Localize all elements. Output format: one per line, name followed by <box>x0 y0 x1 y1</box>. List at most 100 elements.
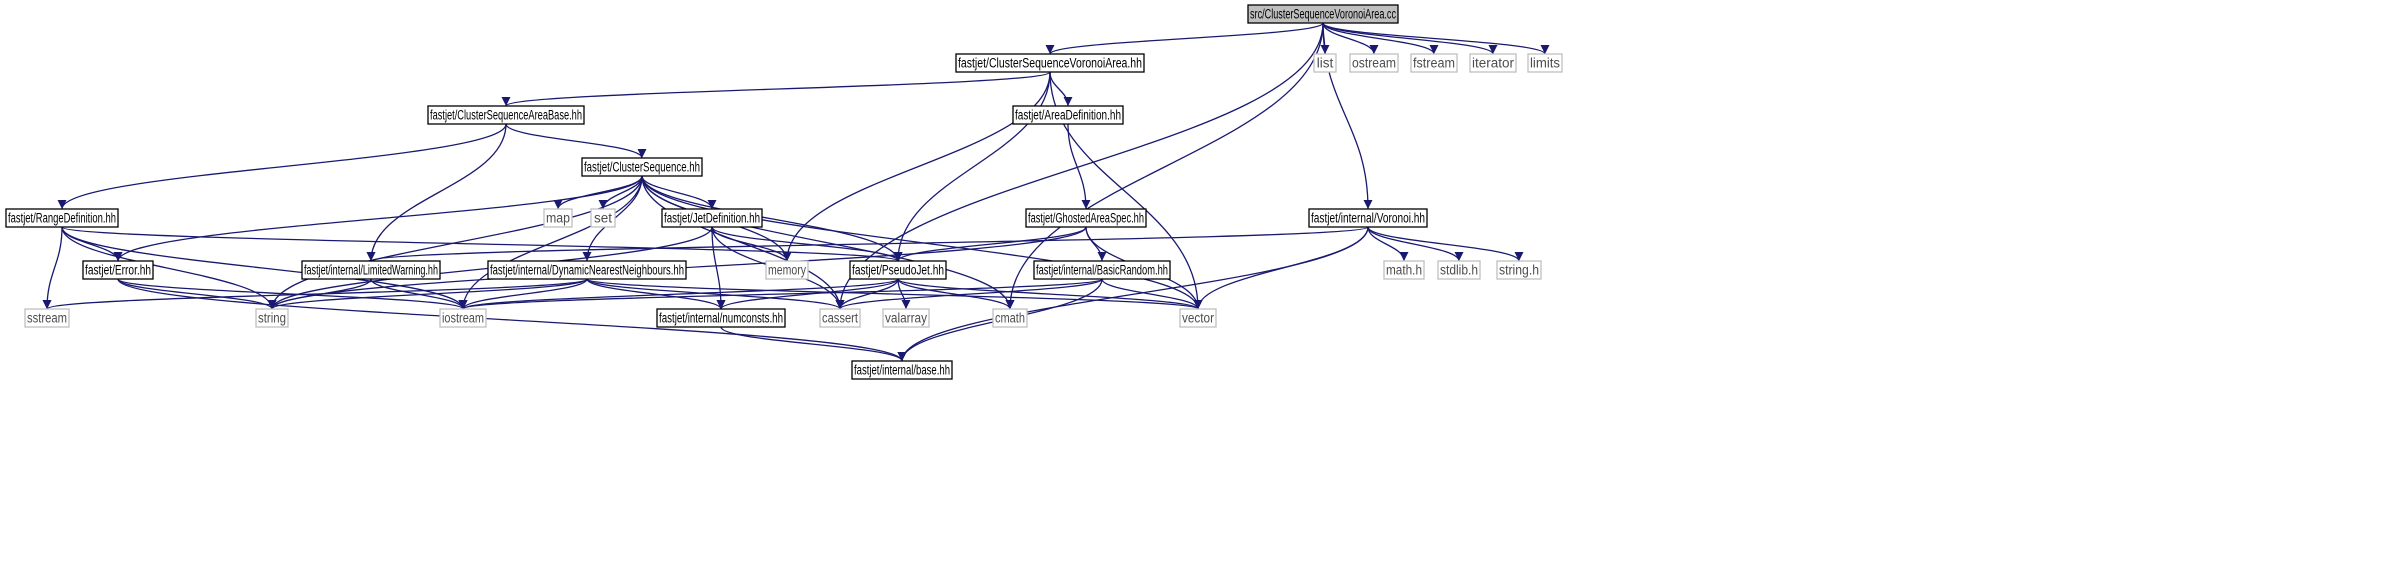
edge-csab-to-rangedef <box>57 123 507 210</box>
node-jetdef[interactable]: fastjet/JetDefinition.hh <box>661 208 763 228</box>
node-iterator-label: iterator <box>1472 56 1514 71</box>
edge-csva-to-pseudojet <box>893 71 1051 262</box>
node-csab[interactable]: fastjet/ClusterSequenceAreaBase.hh <box>427 105 585 125</box>
node-ostream-label: ostream <box>1352 56 1396 71</box>
node-iostream: iostream <box>439 308 487 328</box>
edge-cs-to-cmath <box>641 175 1015 310</box>
node-cs-label: fastjet/ClusterSequence.hh <box>584 160 700 175</box>
node-memory-label: memory <box>768 263 806 278</box>
edge-jetdef-to-numconsts <box>711 226 726 310</box>
node-cmath: cmath <box>992 308 1028 328</box>
node-list: list <box>1313 53 1337 73</box>
node-areadef-box <box>1012 105 1124 125</box>
node-stringh-box <box>1496 260 1542 280</box>
node-pseudojet-label: fastjet/PseudoJet.hh <box>852 263 944 278</box>
edge-areadef-to-ghosted <box>1067 123 1091 210</box>
node-map-box <box>543 208 573 228</box>
node-areadef[interactable]: fastjet/AreaDefinition.hh <box>1012 105 1124 125</box>
node-ghosted-box <box>1025 208 1147 228</box>
node-base[interactable]: fastjet/internal/base.hh <box>851 360 953 380</box>
node-limits-label: limits <box>1530 56 1560 71</box>
node-valarray-label: valarray <box>885 311 927 326</box>
node-jetdef-box <box>661 208 763 228</box>
node-limwarn[interactable]: fastjet/internal/LimitedWarning.hh <box>301 260 441 280</box>
node-numconsts-label: fastjet/internal/numconsts.hh <box>659 311 783 326</box>
edge-voronoi-to-stdlibh <box>1367 226 1464 262</box>
edge-cs-to-jetdef <box>641 175 717 210</box>
edge-root-to-csva <box>1045 22 1324 55</box>
edge-rangedef-to-pseudojet <box>61 226 903 262</box>
node-mathh-box <box>1383 260 1425 280</box>
node-cs[interactable]: fastjet/ClusterSequence.hh <box>581 157 703 177</box>
node-rangedef-label: fastjet/RangeDefinition.hh <box>8 211 116 226</box>
edge-cs-to-error <box>113 175 643 262</box>
edge-pseudojet-to-vector <box>897 278 1203 310</box>
edge-error-to-string <box>117 278 277 310</box>
node-jetdef-label: fastjet/JetDefinition.hh <box>664 211 760 226</box>
edge-cs-to-string <box>267 175 643 310</box>
node-rangedef[interactable]: fastjet/RangeDefinition.hh <box>5 208 119 228</box>
node-ostream: ostream <box>1349 53 1399 73</box>
edge-cs-to-pseudojet <box>641 175 903 262</box>
edge-jetdef-to-memory <box>711 226 792 262</box>
node-string-label: string <box>258 311 286 326</box>
node-dnn[interactable]: fastjet/internal/DynamicNearestNeighbour… <box>487 260 687 280</box>
node-areadef-label: fastjet/AreaDefinition.hh <box>1015 108 1121 123</box>
edge-root-to-ostream <box>1322 22 1379 55</box>
node-cassert-box <box>819 308 861 328</box>
edge-error-to-base <box>117 278 907 362</box>
edge-csva-to-csab <box>501 71 1051 107</box>
node-voronoi[interactable]: fastjet/internal/Voronoi.hh <box>1308 208 1428 228</box>
node-limwarn-box <box>301 260 441 280</box>
node-vector-box <box>1179 308 1217 328</box>
edge-root-to-fstream <box>1322 22 1439 55</box>
node-stdlibh-label: stdlib.h <box>1440 263 1478 278</box>
edge-pseudojet-to-valarray <box>897 278 911 310</box>
node-stdlibh: stdlib.h <box>1437 260 1481 280</box>
node-dnn-label: fastjet/internal/DynamicNearestNeighbour… <box>490 263 684 278</box>
node-vector: vector <box>1179 308 1217 328</box>
node-set-box <box>590 208 616 228</box>
edge-voronoi-to-stringh <box>1367 226 1524 262</box>
edge-pseudojet-to-cmath <box>897 278 1015 310</box>
node-basicrandom[interactable]: fastjet/internal/BasicRandom.hh <box>1033 260 1171 280</box>
edge-ghosted-to-pseudojet <box>893 226 1087 262</box>
node-fstream-label: fstream <box>1413 56 1455 71</box>
edge-dnn-to-vector <box>586 278 1203 310</box>
node-csva-label: fastjet/ClusterSequenceVoronoiArea.hh <box>958 56 1142 71</box>
node-basicrandom-box <box>1033 260 1171 280</box>
node-ghosted[interactable]: fastjet/GhostedAreaSpec.hh <box>1025 208 1147 228</box>
node-list-box <box>1313 53 1337 73</box>
node-csab-box <box>427 105 585 125</box>
edge-rangedef-to-iostream <box>61 226 468 310</box>
node-limits-box <box>1527 53 1563 73</box>
node-ostream-box <box>1349 53 1399 73</box>
node-set-label: set <box>594 211 612 226</box>
node-stringh-label: string.h <box>1499 263 1539 278</box>
edge-root-to-voronoi <box>1322 22 1373 210</box>
edge-layer <box>42 22 1550 362</box>
node-map-label: map <box>546 211 570 226</box>
edge-csab-to-cs <box>505 123 647 159</box>
node-cassert-label: cassert <box>822 311 858 326</box>
node-map: map <box>543 208 573 228</box>
node-error[interactable]: fastjet/Error.hh <box>82 260 154 280</box>
edge-pseudojet-to-numconsts <box>716 278 899 310</box>
node-pseudojet[interactable]: fastjet/PseudoJet.hh <box>849 260 947 280</box>
node-root-label: src/ClusterSequenceVoronoiArea.cc <box>1250 7 1396 22</box>
node-numconsts[interactable]: fastjet/internal/numconsts.hh <box>656 308 786 328</box>
edge-cs-to-iostream <box>458 175 643 310</box>
edge-root-to-cassert <box>835 22 1324 310</box>
node-numconsts-box <box>656 308 786 328</box>
node-csva[interactable]: fastjet/ClusterSequenceVoronoiArea.hh <box>955 53 1145 73</box>
node-sstream: sstream <box>24 308 70 328</box>
edge-dnn-to-numconsts <box>586 278 726 310</box>
node-cassert: cassert <box>819 308 861 328</box>
node-sstream-label: sstream <box>27 311 67 326</box>
node-limits: limits <box>1527 53 1563 73</box>
node-memory-box <box>765 260 809 280</box>
node-iterator: iterator <box>1469 53 1517 73</box>
edge-dnn-to-iostream <box>458 278 588 310</box>
edge-basicrandom-to-iostream <box>458 278 1103 310</box>
